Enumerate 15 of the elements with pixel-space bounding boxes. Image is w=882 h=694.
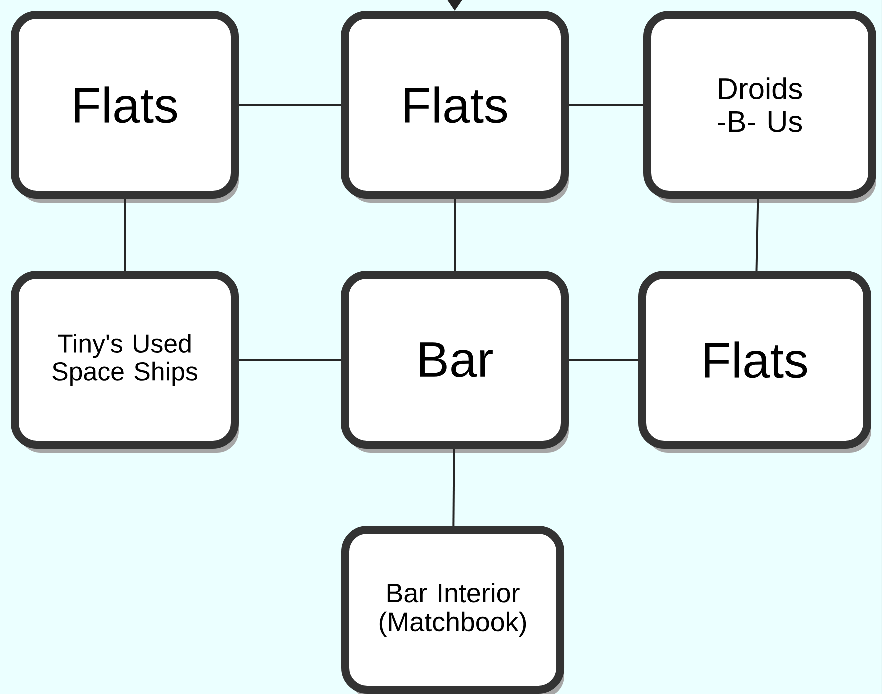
connector-line (239, 358, 341, 361)
location-box: Bar (341, 270, 569, 453)
connector-line (569, 104, 644, 106)
connector-line (239, 104, 341, 106)
location-box: Tiny's Used Space Ships (11, 270, 239, 453)
connector-line (454, 199, 456, 271)
location-box: Flats (11, 11, 239, 203)
location-box: Flats (638, 270, 872, 453)
location-box: Flats (341, 11, 569, 203)
connector-line (452, 448, 456, 526)
location-box: Bar Interior (Matchbook) (342, 526, 564, 694)
connector-line (124, 199, 126, 271)
connector-line (569, 358, 638, 361)
connector-line (756, 198, 760, 271)
location-box: Droids -B- Us (644, 11, 876, 203)
